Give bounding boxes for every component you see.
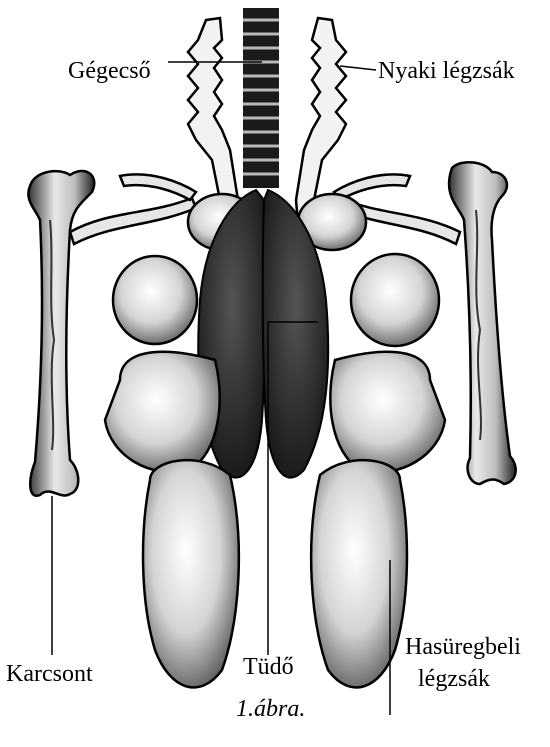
neck-air-sac-leader-line (340, 66, 376, 70)
neck-air-sac-label: Nyaki légzsák (378, 58, 515, 86)
trachea-label: Gégecső (68, 58, 151, 86)
lungs (198, 190, 328, 478)
trachea (243, 8, 279, 188)
abdominal-air-sac-label-line1: Hasüregbeli (405, 634, 521, 662)
lung-label: Tüdő (243, 654, 294, 682)
figure-caption: 1.ábra. (236, 696, 305, 723)
abdominal-air-sac-label-line2: légzsák (418, 666, 490, 694)
coracoid-label: Karcsont (6, 661, 93, 689)
